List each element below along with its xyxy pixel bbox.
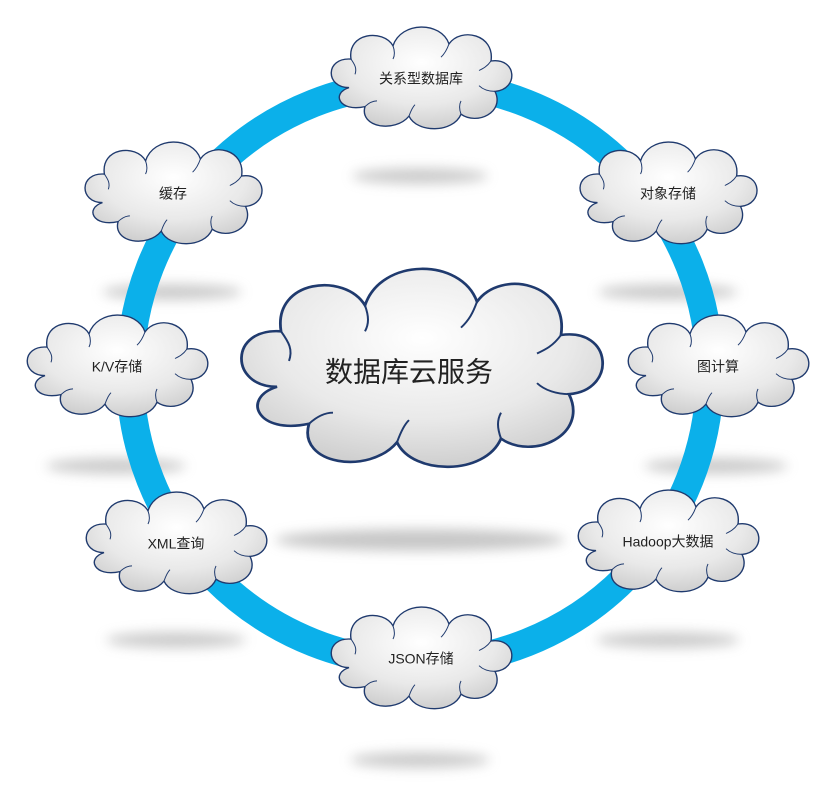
node-cloud-hadoop: Hadoop大数据	[578, 490, 759, 592]
node-shadow-kv-storage	[46, 458, 186, 474]
node-shadow-json-storage	[350, 752, 490, 768]
node-shadow-cache	[102, 284, 242, 300]
node-cloud-cache: 缓存	[85, 142, 262, 244]
node-shadow-relational	[352, 168, 488, 184]
node-label-graph-compute: 图计算	[697, 359, 739, 375]
node-label-kv-storage: K/V存储	[92, 359, 143, 375]
node-cloud-json-storage: JSON存储	[331, 607, 512, 709]
node-cloud-relational: 关系型数据库	[331, 27, 512, 129]
node-label-cache: 缓存	[159, 186, 187, 202]
node-shadow-graph-compute	[644, 458, 788, 474]
node-cloud-graph-compute: 图计算	[628, 315, 809, 417]
node-cloud-xml-query: XML查询	[86, 492, 267, 594]
node-shadow-xml-query	[106, 632, 246, 648]
node-cloud-kv-storage: K/V存储	[27, 315, 208, 417]
node-label-object-storage: 对象存储	[640, 186, 696, 202]
node-label-xml-query: XML查询	[148, 536, 205, 552]
node-label-json-storage: JSON存储	[388, 651, 453, 667]
node-shadow-hadoop	[596, 632, 740, 648]
node-label-hadoop: Hadoop大数据	[622, 534, 713, 550]
node-shadow-object-storage	[598, 284, 738, 300]
node-cloud-object-storage: 对象存储	[580, 142, 757, 244]
center-label: 数据库云服务	[325, 356, 493, 387]
node-label-relational: 关系型数据库	[379, 71, 463, 87]
center-cloud-shadow	[275, 529, 565, 551]
